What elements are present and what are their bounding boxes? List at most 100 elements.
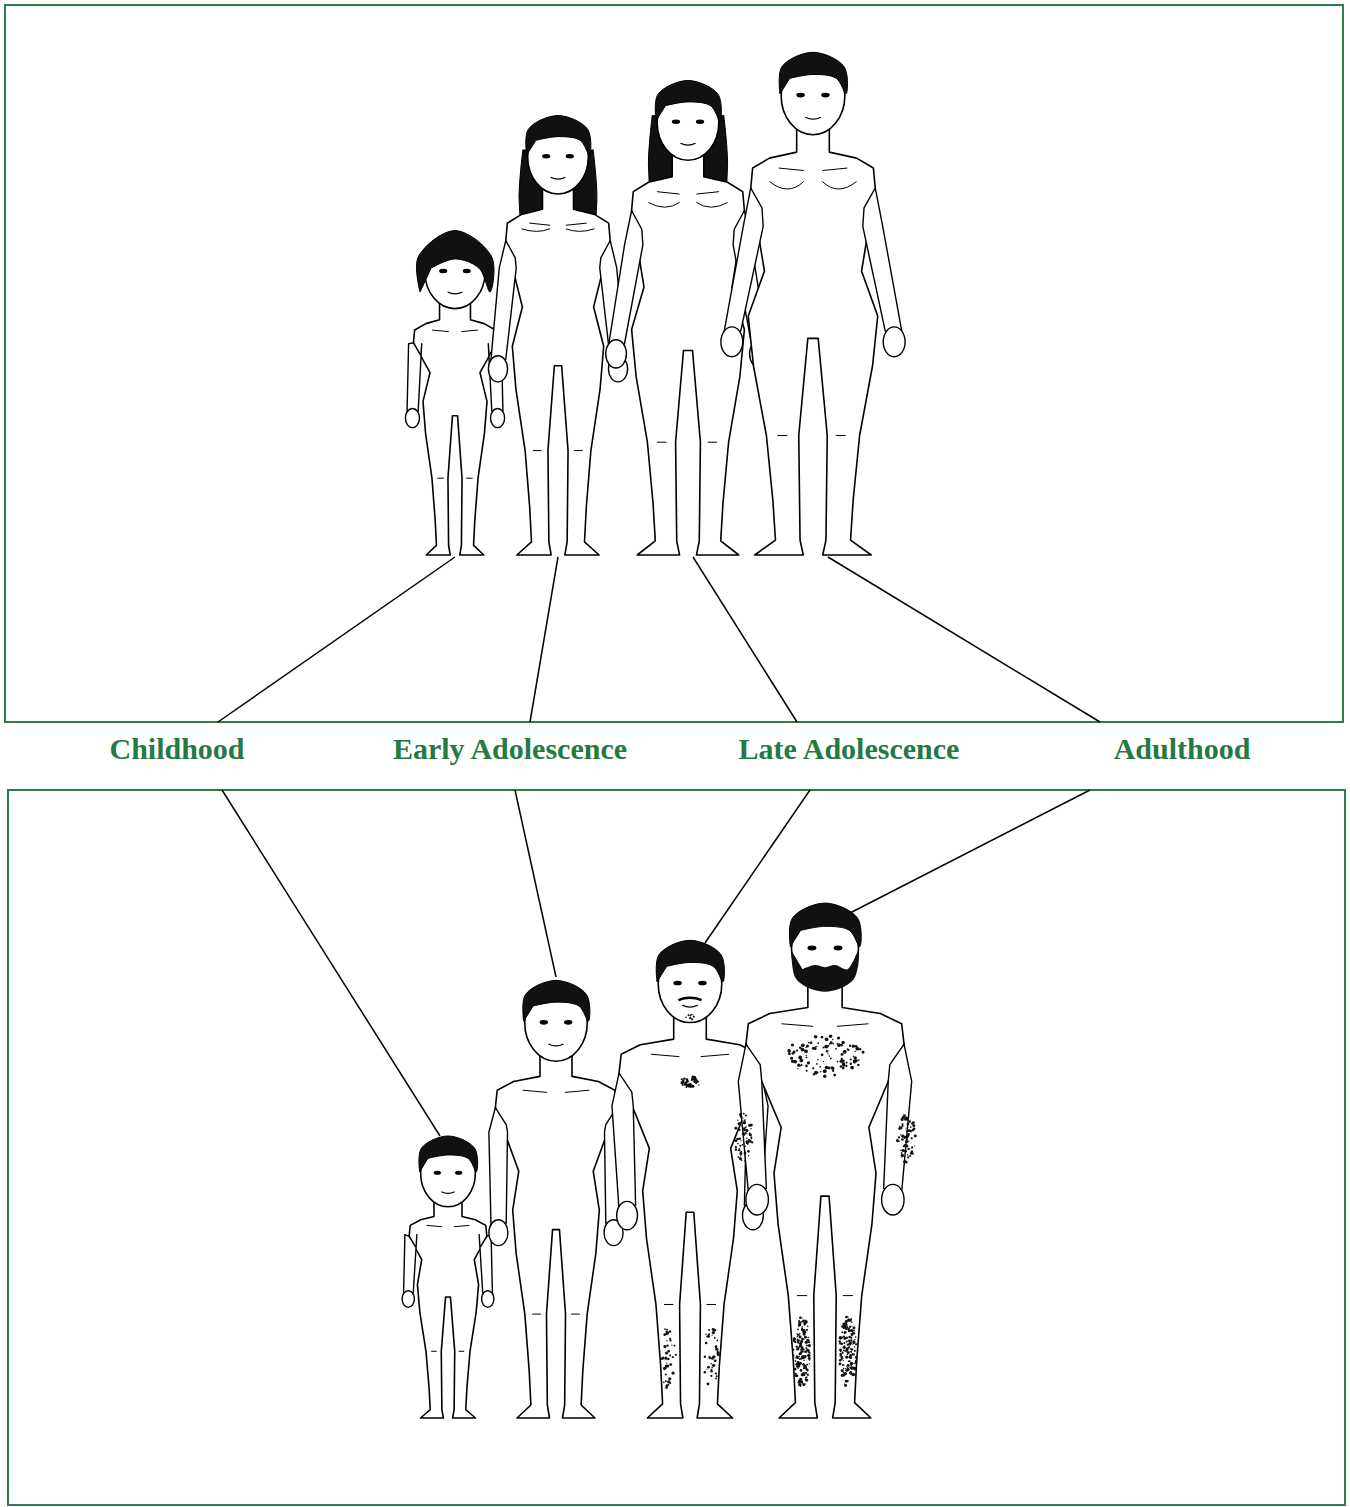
body-hair — [802, 1351, 803, 1352]
body-hair — [814, 1071, 818, 1075]
hand — [491, 408, 505, 427]
body-hair — [903, 1145, 905, 1147]
body-hair — [800, 1369, 803, 1372]
body-hair — [814, 1035, 818, 1039]
body-hair — [848, 1347, 849, 1348]
body-hair — [853, 1056, 856, 1059]
body-hair — [848, 1318, 849, 1319]
body-hair — [801, 1064, 803, 1066]
eye — [439, 269, 447, 273]
body-hair — [804, 1336, 807, 1339]
body-hair — [793, 1337, 795, 1339]
body-hair — [855, 1343, 857, 1345]
mouth — [441, 1192, 454, 1194]
body-hair — [667, 1358, 669, 1360]
body-hair — [664, 1357, 667, 1360]
body-hair — [801, 1328, 803, 1330]
body-hair — [842, 1364, 844, 1366]
body-hair — [816, 1046, 817, 1047]
body-hair — [901, 1154, 904, 1157]
body-hair — [900, 1134, 901, 1135]
body-hair — [907, 1133, 910, 1136]
body-hair — [911, 1146, 913, 1148]
body-hair — [846, 1369, 847, 1370]
body-hair — [853, 1055, 855, 1057]
body-hair — [710, 1370, 713, 1373]
body-hair — [841, 1373, 844, 1376]
body-hair — [714, 1337, 716, 1339]
body-hair — [848, 1343, 851, 1346]
stage-label: Adulthood — [1110, 732, 1255, 765]
body-hair — [711, 1367, 713, 1369]
hand — [721, 327, 743, 357]
body-hair — [844, 1384, 847, 1387]
body-hair — [858, 1064, 860, 1066]
body-hair — [748, 1155, 749, 1156]
body-hair — [716, 1375, 718, 1377]
body-hair — [907, 1156, 909, 1158]
body-hair — [743, 1120, 745, 1122]
body-hair — [796, 1356, 799, 1359]
body-hair — [751, 1136, 753, 1138]
body-hair — [843, 1335, 845, 1337]
eye — [540, 1020, 548, 1025]
body-hair — [852, 1373, 854, 1375]
body-hair — [746, 1141, 749, 1144]
eye — [434, 1171, 441, 1175]
body-hair — [820, 1071, 822, 1073]
body-hair — [904, 1114, 906, 1116]
body-hair — [667, 1350, 670, 1353]
body-hair — [906, 1137, 908, 1139]
body-hair — [799, 1316, 802, 1319]
body-hair — [904, 1137, 906, 1139]
human-figure — [488, 116, 627, 555]
hand — [402, 1291, 414, 1308]
mouth — [448, 292, 463, 294]
body-hair — [853, 1354, 855, 1356]
body-hair — [744, 1160, 746, 1162]
body-hair — [823, 1069, 827, 1073]
body-hair — [745, 1126, 746, 1127]
body-hair — [840, 1336, 841, 1337]
body-hair — [850, 1344, 852, 1346]
body-hair — [805, 1378, 807, 1380]
body-hair — [705, 1333, 707, 1335]
body-hair — [801, 1317, 802, 1318]
body-hair — [896, 1139, 899, 1142]
body-hair — [841, 1337, 843, 1339]
body-hair — [744, 1152, 747, 1155]
body-hair — [707, 1383, 710, 1386]
body-hair — [793, 1339, 796, 1342]
body-hair — [844, 1323, 847, 1326]
body-hair — [829, 1043, 831, 1045]
body-hair — [809, 1363, 810, 1364]
body-hair — [739, 1113, 742, 1116]
body-hair — [663, 1382, 665, 1384]
body-hair — [835, 1048, 837, 1050]
body-hair — [735, 1146, 737, 1148]
body-hair — [905, 1150, 907, 1152]
body-hair — [794, 1368, 797, 1371]
body-hair — [853, 1061, 856, 1064]
body-hair — [689, 1084, 692, 1087]
body-hair — [842, 1064, 845, 1067]
body-hair — [847, 1049, 849, 1051]
body-hair — [901, 1156, 902, 1157]
body-hair — [837, 1043, 838, 1044]
body-hair — [748, 1139, 750, 1141]
mouth — [682, 1005, 698, 1007]
body-hair — [845, 1320, 848, 1323]
body-hair — [740, 1155, 742, 1157]
body-hair — [833, 1074, 836, 1077]
contour-line — [427, 1225, 470, 1351]
body-hair — [796, 1050, 798, 1052]
hair — [779, 52, 847, 94]
body-hair — [844, 1350, 845, 1351]
body-hair — [712, 1364, 715, 1367]
body-hair — [804, 1355, 807, 1358]
mouth — [805, 117, 821, 119]
hair — [523, 980, 590, 1021]
body-hair — [712, 1331, 715, 1334]
body-hair — [847, 1344, 848, 1345]
body-hair — [747, 1150, 750, 1153]
